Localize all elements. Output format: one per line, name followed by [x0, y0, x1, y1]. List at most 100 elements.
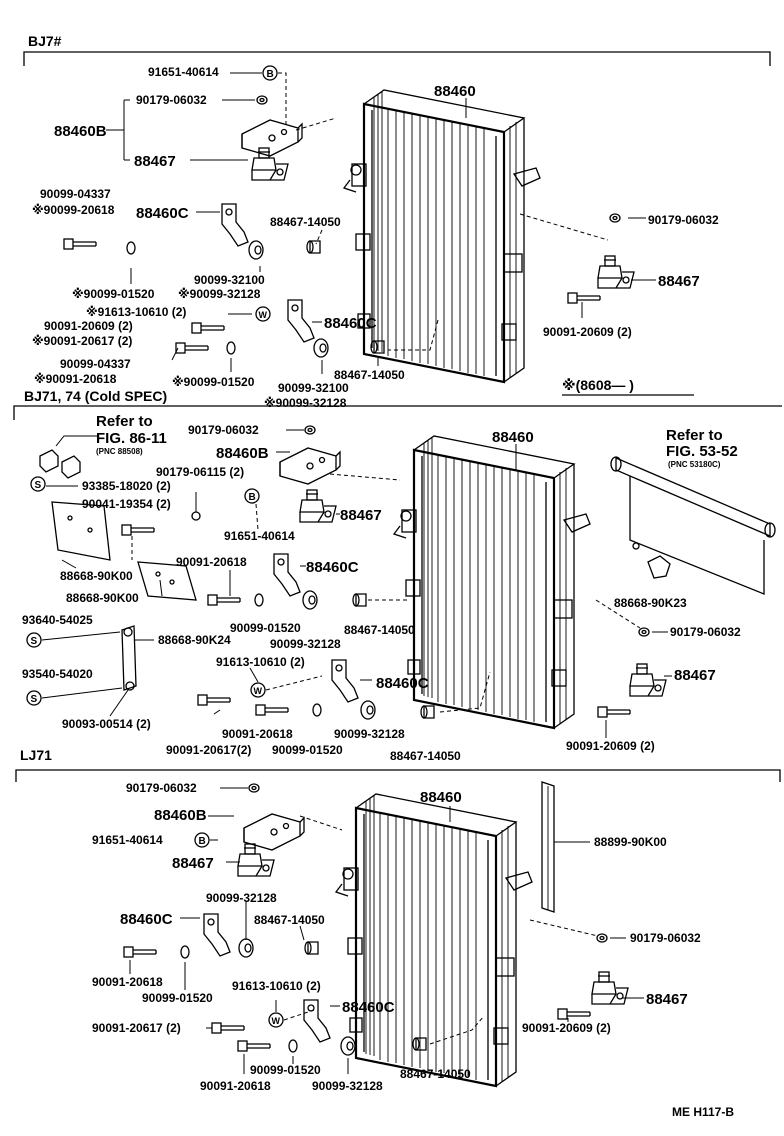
label: 90091-20609 (2) — [566, 739, 655, 753]
bolt-b-symbol — [194, 832, 210, 848]
label: 88668-90K00 — [66, 591, 139, 605]
label: ※90091-20618 — [34, 372, 117, 386]
label: 90091-20618 — [176, 555, 247, 569]
label: 91613-10610 (2) — [232, 979, 321, 993]
label: 90179-06032 — [136, 93, 207, 107]
nut — [596, 933, 608, 943]
label: 88460C — [342, 999, 395, 1016]
mount-cushion — [629, 663, 667, 697]
washer-w-symbol — [255, 306, 271, 322]
label: 90091-20618 — [222, 727, 293, 741]
label: ※90099-20618 — [32, 203, 115, 217]
screw-s-symbol — [26, 690, 42, 706]
label: 88460C — [306, 559, 359, 576]
label: (PNC 88508) — [96, 447, 143, 456]
collar — [248, 240, 264, 260]
bolt — [197, 694, 231, 706]
bolt — [237, 1040, 271, 1052]
mount-cushion — [591, 971, 629, 1005]
label: 90179-06032 — [188, 423, 259, 437]
label: 91651-40614 — [224, 529, 295, 543]
label: 90091-20617 (2) — [92, 1021, 181, 1035]
section-title: BJ7# — [28, 33, 62, 49]
bolt — [63, 238, 97, 250]
grommet — [306, 240, 321, 254]
bracket-b — [279, 447, 341, 485]
label: 90091-20618 — [92, 975, 163, 989]
washer-w-symbol — [250, 682, 266, 698]
bracket-c — [221, 203, 249, 247]
label: 90099-01520 — [250, 1063, 321, 1077]
label: 88899-90K00 — [594, 835, 667, 849]
label: 90099-01520 — [230, 621, 301, 635]
section-title: BJ71, 74 (Cold SPEC) — [24, 388, 167, 404]
label: 90179-06032 — [648, 213, 719, 227]
label: 88467-14050 — [344, 623, 415, 637]
label: 90099-01520 — [142, 991, 213, 1005]
label: 88460 — [420, 789, 462, 806]
label: FIG. 53-52 — [666, 443, 738, 460]
label: 90099-32128 — [334, 727, 405, 741]
label: 90099-32128 — [206, 891, 277, 905]
label: 88467-14050 — [334, 368, 405, 382]
label: (PNC 53180C) — [668, 460, 721, 469]
label: 90179-06032 — [670, 625, 741, 639]
screw-s-symbol — [30, 476, 46, 492]
label: 88668-90K24 — [158, 633, 231, 647]
collar — [340, 1036, 356, 1056]
mount-cushion — [597, 255, 635, 289]
label: 93640-54025 — [22, 613, 93, 627]
label: 88467 — [134, 153, 176, 170]
bracket-c — [273, 553, 301, 597]
label: 88467-14050 — [270, 215, 341, 229]
bracket-b — [241, 119, 303, 157]
bolt-b-symbol — [262, 65, 278, 81]
nut — [304, 425, 316, 435]
bolt — [255, 704, 289, 716]
label: 88460B — [216, 445, 269, 462]
label: 88467 — [340, 507, 382, 524]
grommet — [304, 941, 319, 955]
label: 90099-32100 — [194, 273, 265, 287]
nut — [256, 95, 268, 105]
bolt — [567, 292, 601, 304]
mount-cushion — [299, 489, 337, 523]
collar — [313, 338, 329, 358]
label: 90099-01520 — [272, 743, 343, 757]
label: 90091-20609 (2) — [543, 325, 632, 339]
nut — [609, 213, 621, 223]
label: 90179-06115 (2) — [156, 465, 244, 479]
label: ※90099-32128 — [178, 287, 261, 301]
label: 88460B — [154, 807, 207, 824]
label: 93385-18020 (2) — [82, 479, 171, 493]
label: 90091-20617(2) — [166, 743, 251, 757]
section-bj71-74: BJ71, 74 (Cold SPEC) — [13, 388, 782, 763]
grommet — [420, 705, 435, 719]
screw — [121, 524, 155, 536]
label: ※90099-32128 — [264, 396, 347, 410]
label: 88467 — [658, 273, 700, 290]
date-note: ※(8608— ) — [562, 377, 634, 393]
bracket-c — [287, 299, 315, 343]
section-bj7: BJ7# — [23, 33, 771, 410]
collar — [360, 700, 376, 720]
label: 90099-04337 — [60, 357, 131, 371]
label: Refer to — [96, 413, 153, 430]
label: 88460 — [492, 429, 534, 446]
condenser-radiator — [334, 792, 534, 1088]
bracket-c — [331, 659, 359, 703]
bolt — [211, 1022, 245, 1034]
label: ※90091-20617 (2) — [32, 334, 132, 348]
washer — [312, 703, 322, 717]
label: 88668-90K23 — [614, 596, 687, 610]
bolt-b-symbol — [244, 488, 260, 504]
label: 88460C — [376, 675, 429, 692]
bolt — [557, 1008, 591, 1020]
label: 91613-10610 (2) — [216, 655, 305, 669]
label: Refer to — [666, 427, 723, 444]
bolt — [123, 946, 157, 958]
label: 88460B — [54, 123, 107, 140]
label: 88668-90K00 — [60, 569, 133, 583]
label: 88460C — [120, 911, 173, 928]
